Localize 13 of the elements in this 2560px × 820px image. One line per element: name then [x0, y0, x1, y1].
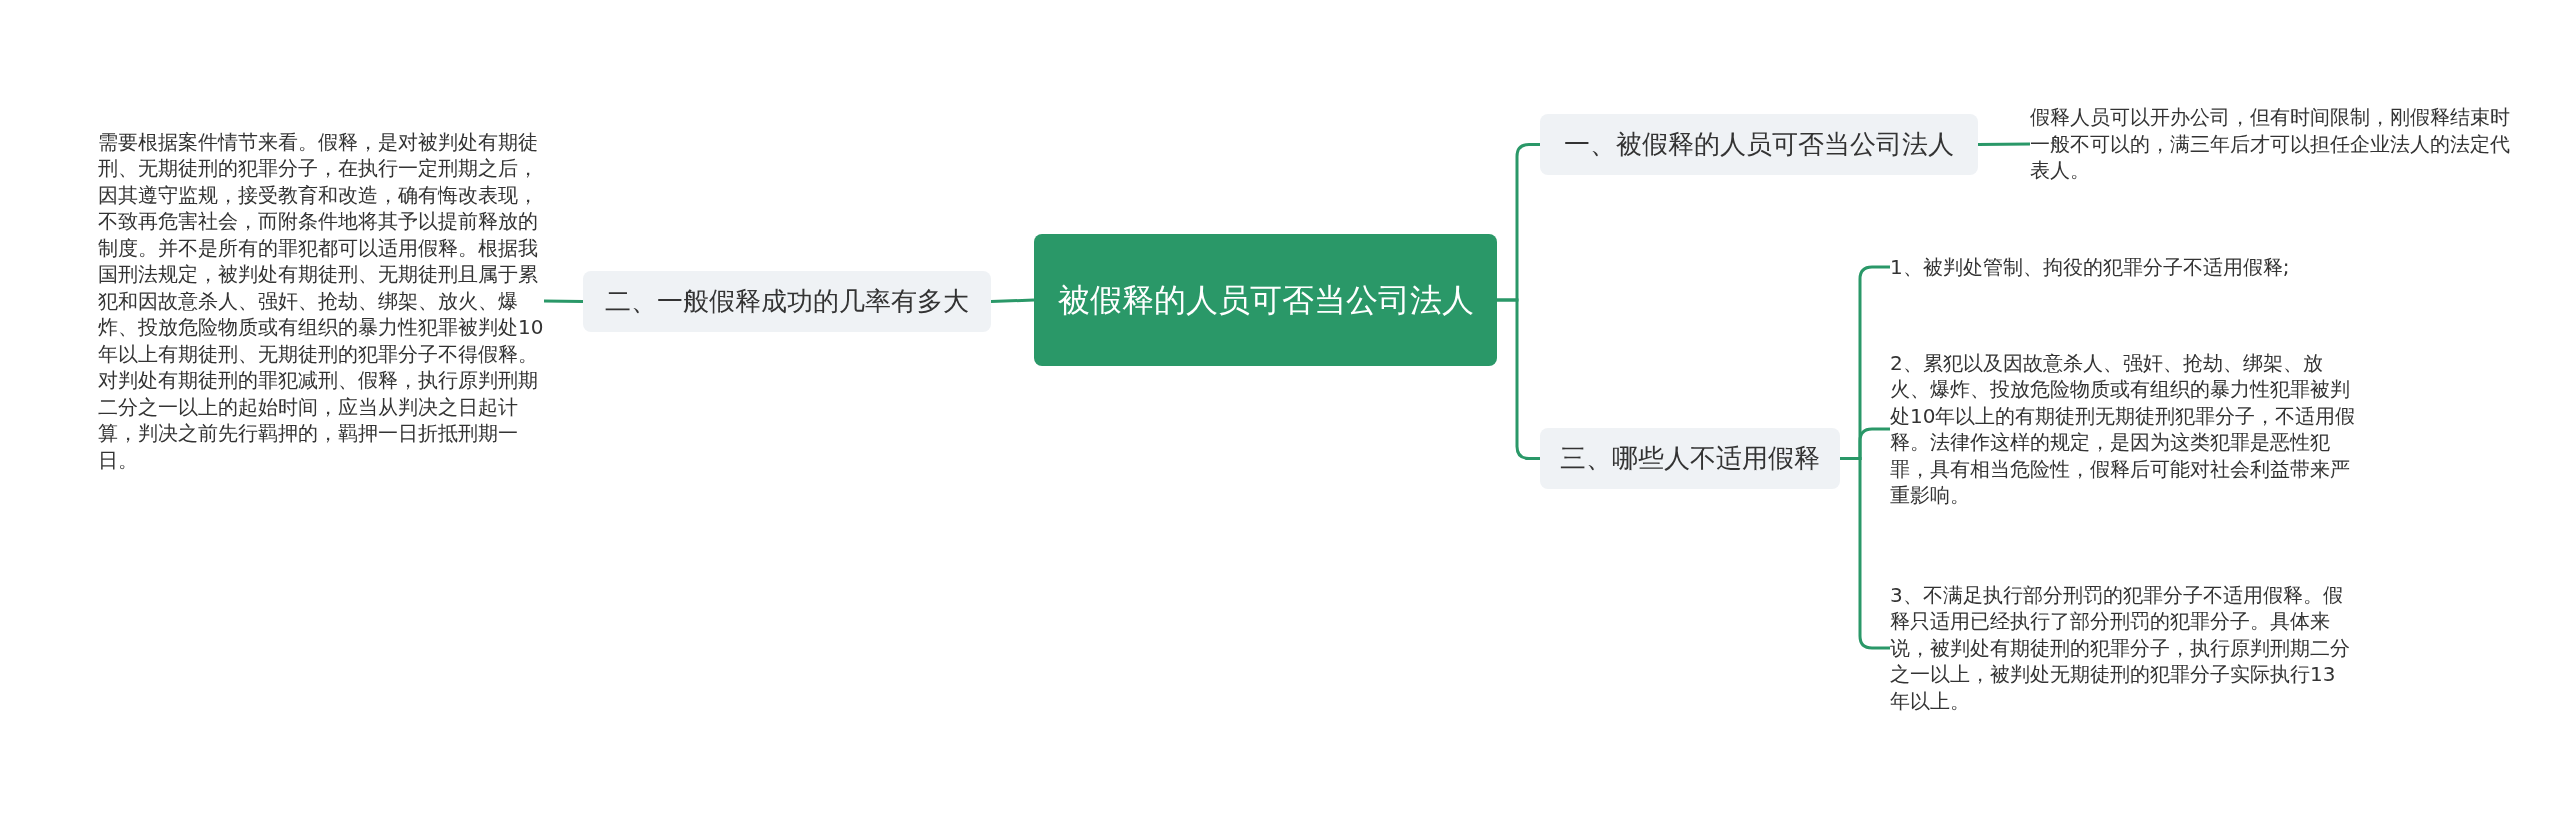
branch-topic-box: 三、哪些人不适用假释 [1540, 428, 1840, 489]
connector-line [1978, 142, 2030, 146]
connector-line [990, 298, 1035, 303]
note-text: 需要根据案件情节来看。假释，是对被判处有期徒刑、无期徒刑的犯罪分子，在执行一定刑期之后，因其遵守监规，接受教育和改造，确有悔改表现，不致再危害社会，而附条件地将其予以提前释放的制度。并不是所有的罪犯都可以适用假释。根据我国刑法规定，被判处有期徒刑、无期徒刑且属于累犯和因故意杀人、强奸、抢劫、绑架、放火、爆炸、投放危险物质或有组织的暴力性犯罪被判处10年以上有期徒刑、无期徒刑的犯罪分子不得假释。对判处有期徒刑的罪犯减刑、假释，执行原判刑期二分之一以上的起始时间，应当从判决之日起计算，判决之前先行羁押的，羁押一日折抵刑期一日。 [98, 100, 544, 502]
root-topic-box: 被假释的人员可否当公司法人 [1034, 234, 1497, 366]
note-text: 假释人员可以开办公司，但有时间限制，刚假释结束时一般不可以的，满三年后才可以担任企业法人的法定代表人。 [2030, 96, 2510, 192]
connector-line [1497, 298, 1540, 460]
connector-line [543, 299, 584, 303]
note-text: 3、不满足执行部分刑罚的犯罪分子不适用假释。假释只适用已经执行了部分刑罚的犯罪分子。具体来说，被判处有期徒刑的犯罪分子，执行原判刑期二分之一以上，被判处无期徒刑的犯罪分子实际执行13年以上。 [1890, 570, 2350, 726]
note-text: 2、累犯以及因故意杀人、强奸、抢劫、绑架、放火、爆炸、投放危险物质或有组织的暴力性犯罪被判处10年以上的有期徒刑无期徒刑犯罪分子，不适用假释。法律作这样的规定，是因为这类犯罪是恶性犯罪，具有相当危险性，假释后可能对社会利益带来严重影响。 [1890, 336, 2360, 522]
note-text: 1、被判处管制、拘役的犯罪分子不适用假释; [1890, 252, 2350, 282]
branch-topic-box: 二、一般假释成功的几率有多大 [583, 271, 991, 332]
branch-topic-box: 一、被假释的人员可否当公司法人 [1540, 114, 1978, 175]
